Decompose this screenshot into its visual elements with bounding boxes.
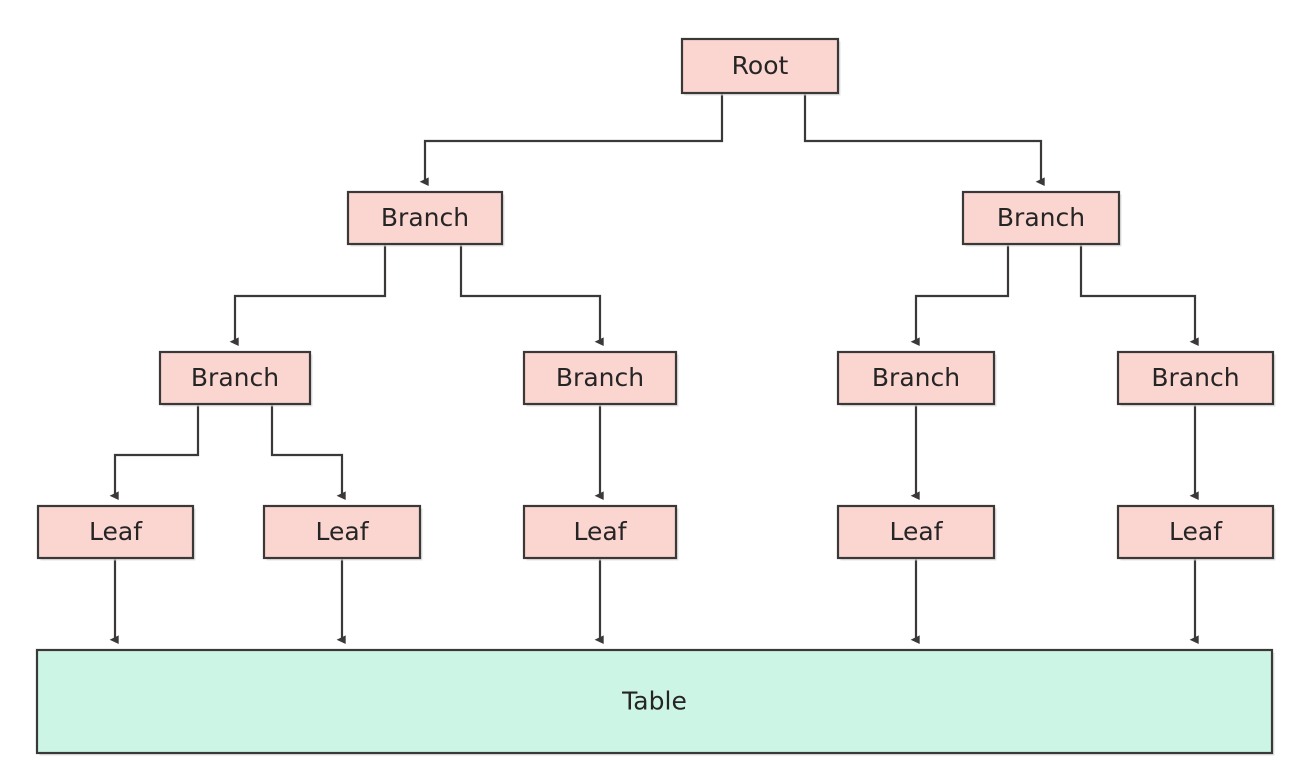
node-b3c[interactable]: Branch [836,350,997,407]
node-l4b[interactable]: Leaf [262,504,423,561]
node-label-l4e: Leaf [1169,517,1223,546]
node-b2b[interactable]: Branch [961,190,1122,247]
node-label-b3c: Branch [872,363,960,392]
node-l4e[interactable]: Leaf [1116,504,1276,561]
node-label-b3a: Branch [191,363,279,392]
edge-b2a-to-b3a [229,244,387,347]
edge-root-to-b2a [419,93,724,187]
node-box-table[interactable] [35,648,1274,755]
node-label-l4b: Leaf [316,517,370,546]
node-label-l4d: Leaf [890,517,944,546]
node-box-root[interactable] [680,37,840,95]
edge-b3a-to-l4b [270,404,346,501]
node-b3a[interactable]: Branch [158,350,313,407]
node-b3b[interactable]: Branch [522,350,679,407]
node-box-b2b[interactable] [961,190,1121,246]
node-root[interactable]: Root [680,37,841,96]
node-box-b3b[interactable] [522,350,678,406]
node-b3d[interactable]: Branch [1116,350,1276,407]
node-b2a[interactable]: Branch [346,190,505,247]
edge-b2b-to-b3c [910,244,1010,347]
edge-b2b-to-b3d [1079,244,1199,347]
node-label-root: Root [732,51,789,80]
edge-b3a-to-l4a [109,404,200,501]
edge-root-to-b2b [803,93,1045,187]
node-label-b2b: Branch [997,203,1085,232]
edge-b2a-to-b3b [459,244,604,347]
node-box-l4b[interactable] [262,504,422,560]
node-box-l4c[interactable] [522,504,678,560]
node-label-b3b: Branch [556,363,644,392]
node-box-l4a[interactable] [36,504,195,560]
node-table[interactable]: Table [35,648,1275,756]
edges-layer [109,93,1199,645]
node-label-table: Table [621,687,687,716]
node-l4d[interactable]: Leaf [836,504,997,561]
node-box-l4e[interactable] [1116,504,1275,560]
node-label-b2a: Branch [381,203,469,232]
node-box-b3a[interactable] [158,350,312,406]
node-label-l4c: Leaf [574,517,628,546]
node-box-b2a[interactable] [346,190,504,246]
node-box-b3d[interactable] [1116,350,1275,406]
node-box-l4d[interactable] [836,504,996,560]
node-label-l4a: Leaf [89,517,143,546]
node-l4c[interactable]: Leaf [522,504,679,561]
node-l4a[interactable]: Leaf [36,504,196,561]
node-label-b3d: Branch [1151,363,1239,392]
node-box-b3c[interactable] [836,350,996,406]
